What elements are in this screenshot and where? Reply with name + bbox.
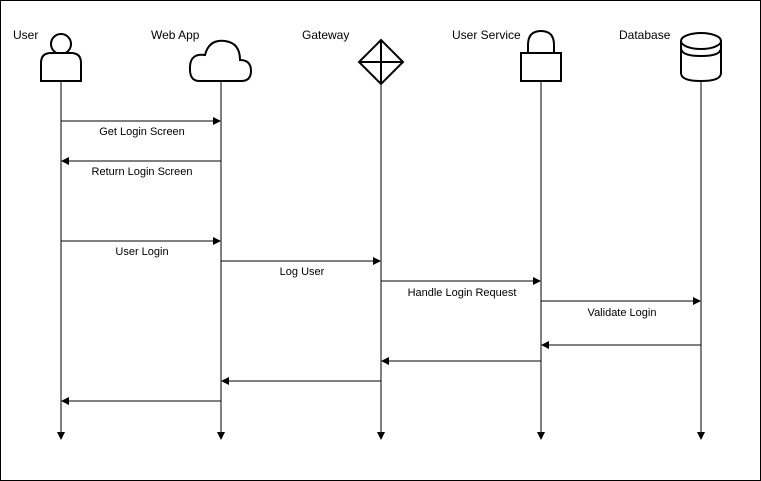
participant-label-gateway: Gateway (302, 28, 349, 42)
cloud-icon (188, 39, 253, 82)
svg-text:User Login: User Login (115, 246, 168, 258)
database-icon (680, 32, 722, 83)
gateway-arrows-icon (357, 38, 405, 86)
svg-text:Validate Login: Validate Login (588, 307, 657, 319)
lifeline-end-arrow (377, 432, 385, 440)
message-log-user: Log User (221, 257, 381, 278)
lifeline-end-arrow (537, 432, 545, 440)
svg-text:Return Login Screen: Return Login Screen (92, 166, 193, 178)
participant-label-webapp: Web App (151, 28, 200, 42)
lifeline-end-arrow (57, 432, 65, 440)
participant-label-userservice: User Service (452, 28, 521, 42)
lifeline-end-arrow (217, 432, 225, 440)
message-user-login: User Login (61, 237, 221, 258)
message-validate-login: Validate Login (541, 297, 701, 319)
svg-text:Handle Login Request: Handle Login Request (408, 287, 517, 299)
message-handle-login-request: Handle Login Request (381, 277, 541, 299)
lifeline-end-arrow (697, 432, 705, 440)
participant-label-user: User (13, 28, 38, 42)
svg-text:Log User: Log User (280, 266, 325, 278)
message-return-login-screen: Return Login Screen (61, 157, 221, 178)
lock-icon (520, 29, 562, 82)
svg-text:Get Login Screen: Get Login Screen (99, 126, 185, 138)
participant-label-database: Database (619, 28, 671, 42)
message-get-login-screen: Get Login Screen (61, 117, 221, 138)
person-icon (40, 33, 82, 82)
